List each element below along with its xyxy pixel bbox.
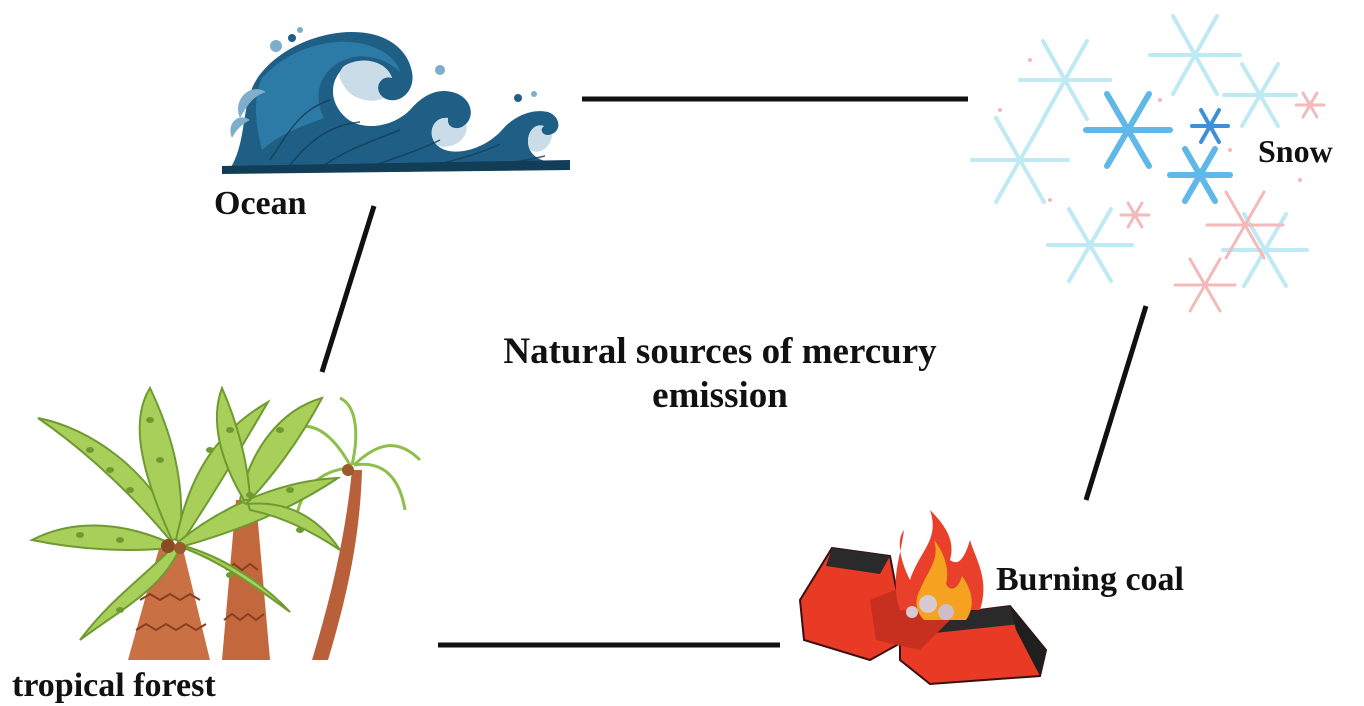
diagram-title-line1: Natural sources of mercury: [420, 330, 1020, 374]
diagram-title-line2: emission: [420, 374, 1020, 418]
burning-coal-label: Burning coal: [996, 560, 1184, 600]
diagram-title: Natural sources of mercury emission: [420, 330, 1020, 418]
connector-ocean-forest: [322, 206, 374, 372]
connector-snow-coal: [1086, 306, 1146, 500]
ocean-label: Ocean: [214, 184, 307, 224]
ocean-wave-icon: [222, 27, 570, 174]
snow-label: Snow: [1258, 132, 1333, 170]
tropical-forest-label: tropical forest: [12, 666, 216, 706]
palm-trees-icon: [32, 388, 420, 660]
